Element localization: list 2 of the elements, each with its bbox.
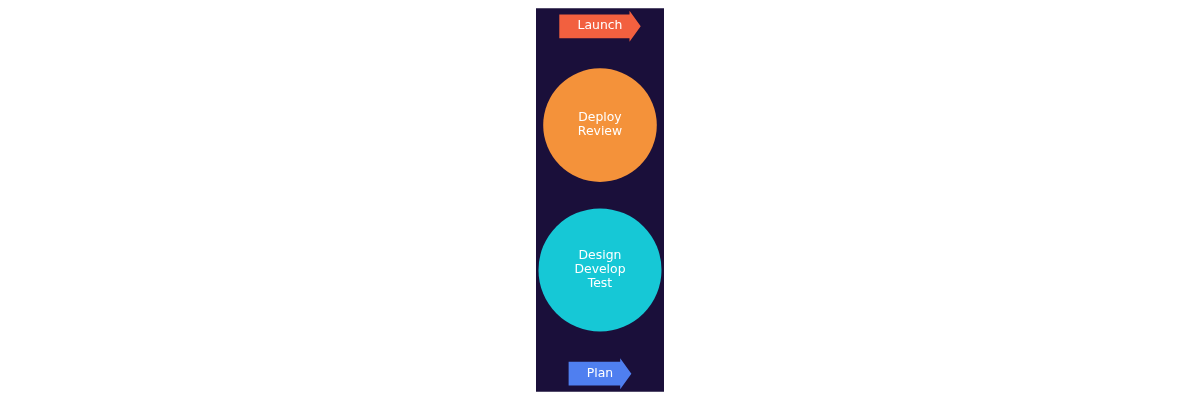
node-circle: Deploy Review [543,68,657,182]
node-circle: Design Develop Test [538,208,662,332]
